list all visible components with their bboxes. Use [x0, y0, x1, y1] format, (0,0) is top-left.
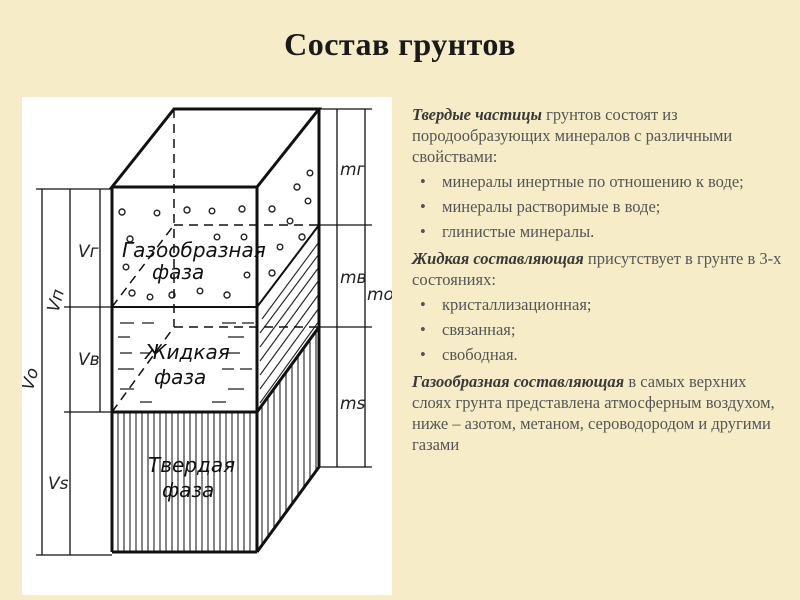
liquid-dashes [118, 322, 254, 403]
liquid-phase-label-1: Жидкая [143, 340, 230, 364]
liquid-phase-label-2: фаза [154, 365, 206, 389]
gas-paragraph: Газообразная составляющая в самых верхни… [412, 371, 784, 455]
liquid-side-stripes [259, 241, 320, 404]
list-item: свободная. [412, 344, 784, 365]
solid-phase-label-1: Твердая [148, 453, 235, 477]
label-mv: mв [340, 268, 367, 288]
liquid-paragraph: Жидкая составляющая присутствует в грунт… [412, 248, 784, 290]
gas-phase-label-2: фаза [152, 260, 204, 284]
solid-paragraph: Твердые частицы грунтов состоят из пород… [412, 104, 784, 167]
solid-phase-label-2: фаза [162, 478, 214, 502]
gas-phase-label-1: Газообразная [122, 238, 266, 262]
label-vo: Vо [22, 366, 43, 392]
solid-front-hatching [117, 412, 257, 552]
label-ms: ms [340, 394, 366, 414]
liquid-list: кристаллизационная; связанная; свободная… [412, 294, 784, 365]
label-vs: Vs [48, 474, 69, 494]
solid-list: минералы инертные по отношению к воде; м… [412, 171, 784, 242]
list-item: связанная; [412, 319, 784, 340]
liquid-heading: Жидкая составляющая [412, 249, 584, 268]
solid-description: грунтов состоят из породообразующих мине… [412, 105, 733, 166]
description-text: Твердые частицы грунтов состоят из пород… [412, 104, 784, 459]
left-dimensions [36, 188, 112, 556]
label-vg: Vг [78, 242, 99, 262]
label-mg: mг [340, 160, 366, 180]
solid-side-hatching [261, 327, 317, 552]
gas-heading: Газообразная составляющая [412, 372, 625, 391]
list-item: глинистые минералы. [412, 221, 784, 242]
liquid-description: присутствует в грунте в 3-х состояниях: [412, 249, 782, 289]
slide-title: Состав грунтов [284, 26, 516, 62]
list-item: минералы инертные по отношению к воде; [412, 171, 784, 192]
right-dimensions [319, 108, 372, 468]
gas-bubbles [118, 169, 314, 301]
solid-heading: Твердые частицы [412, 105, 542, 124]
soil-phase-diagram: Газообразная фаза Жидкая фаза Твердая фа… [22, 97, 392, 595]
gas-description: в самых верхних слоях грунта представлен… [412, 372, 775, 454]
list-item: минералы растворимые в воде; [412, 196, 784, 217]
soil-cube-svg: Газообразная фаза Жидкая фаза Твердая фа… [22, 107, 392, 556]
cube-edges [108, 107, 323, 554]
label-vv: Vв [78, 350, 100, 370]
label-vp: Vп [44, 287, 69, 314]
list-item: кристаллизационная; [412, 294, 784, 315]
label-mo: mо [367, 285, 392, 305]
cube-hidden-edges [111, 109, 319, 413]
